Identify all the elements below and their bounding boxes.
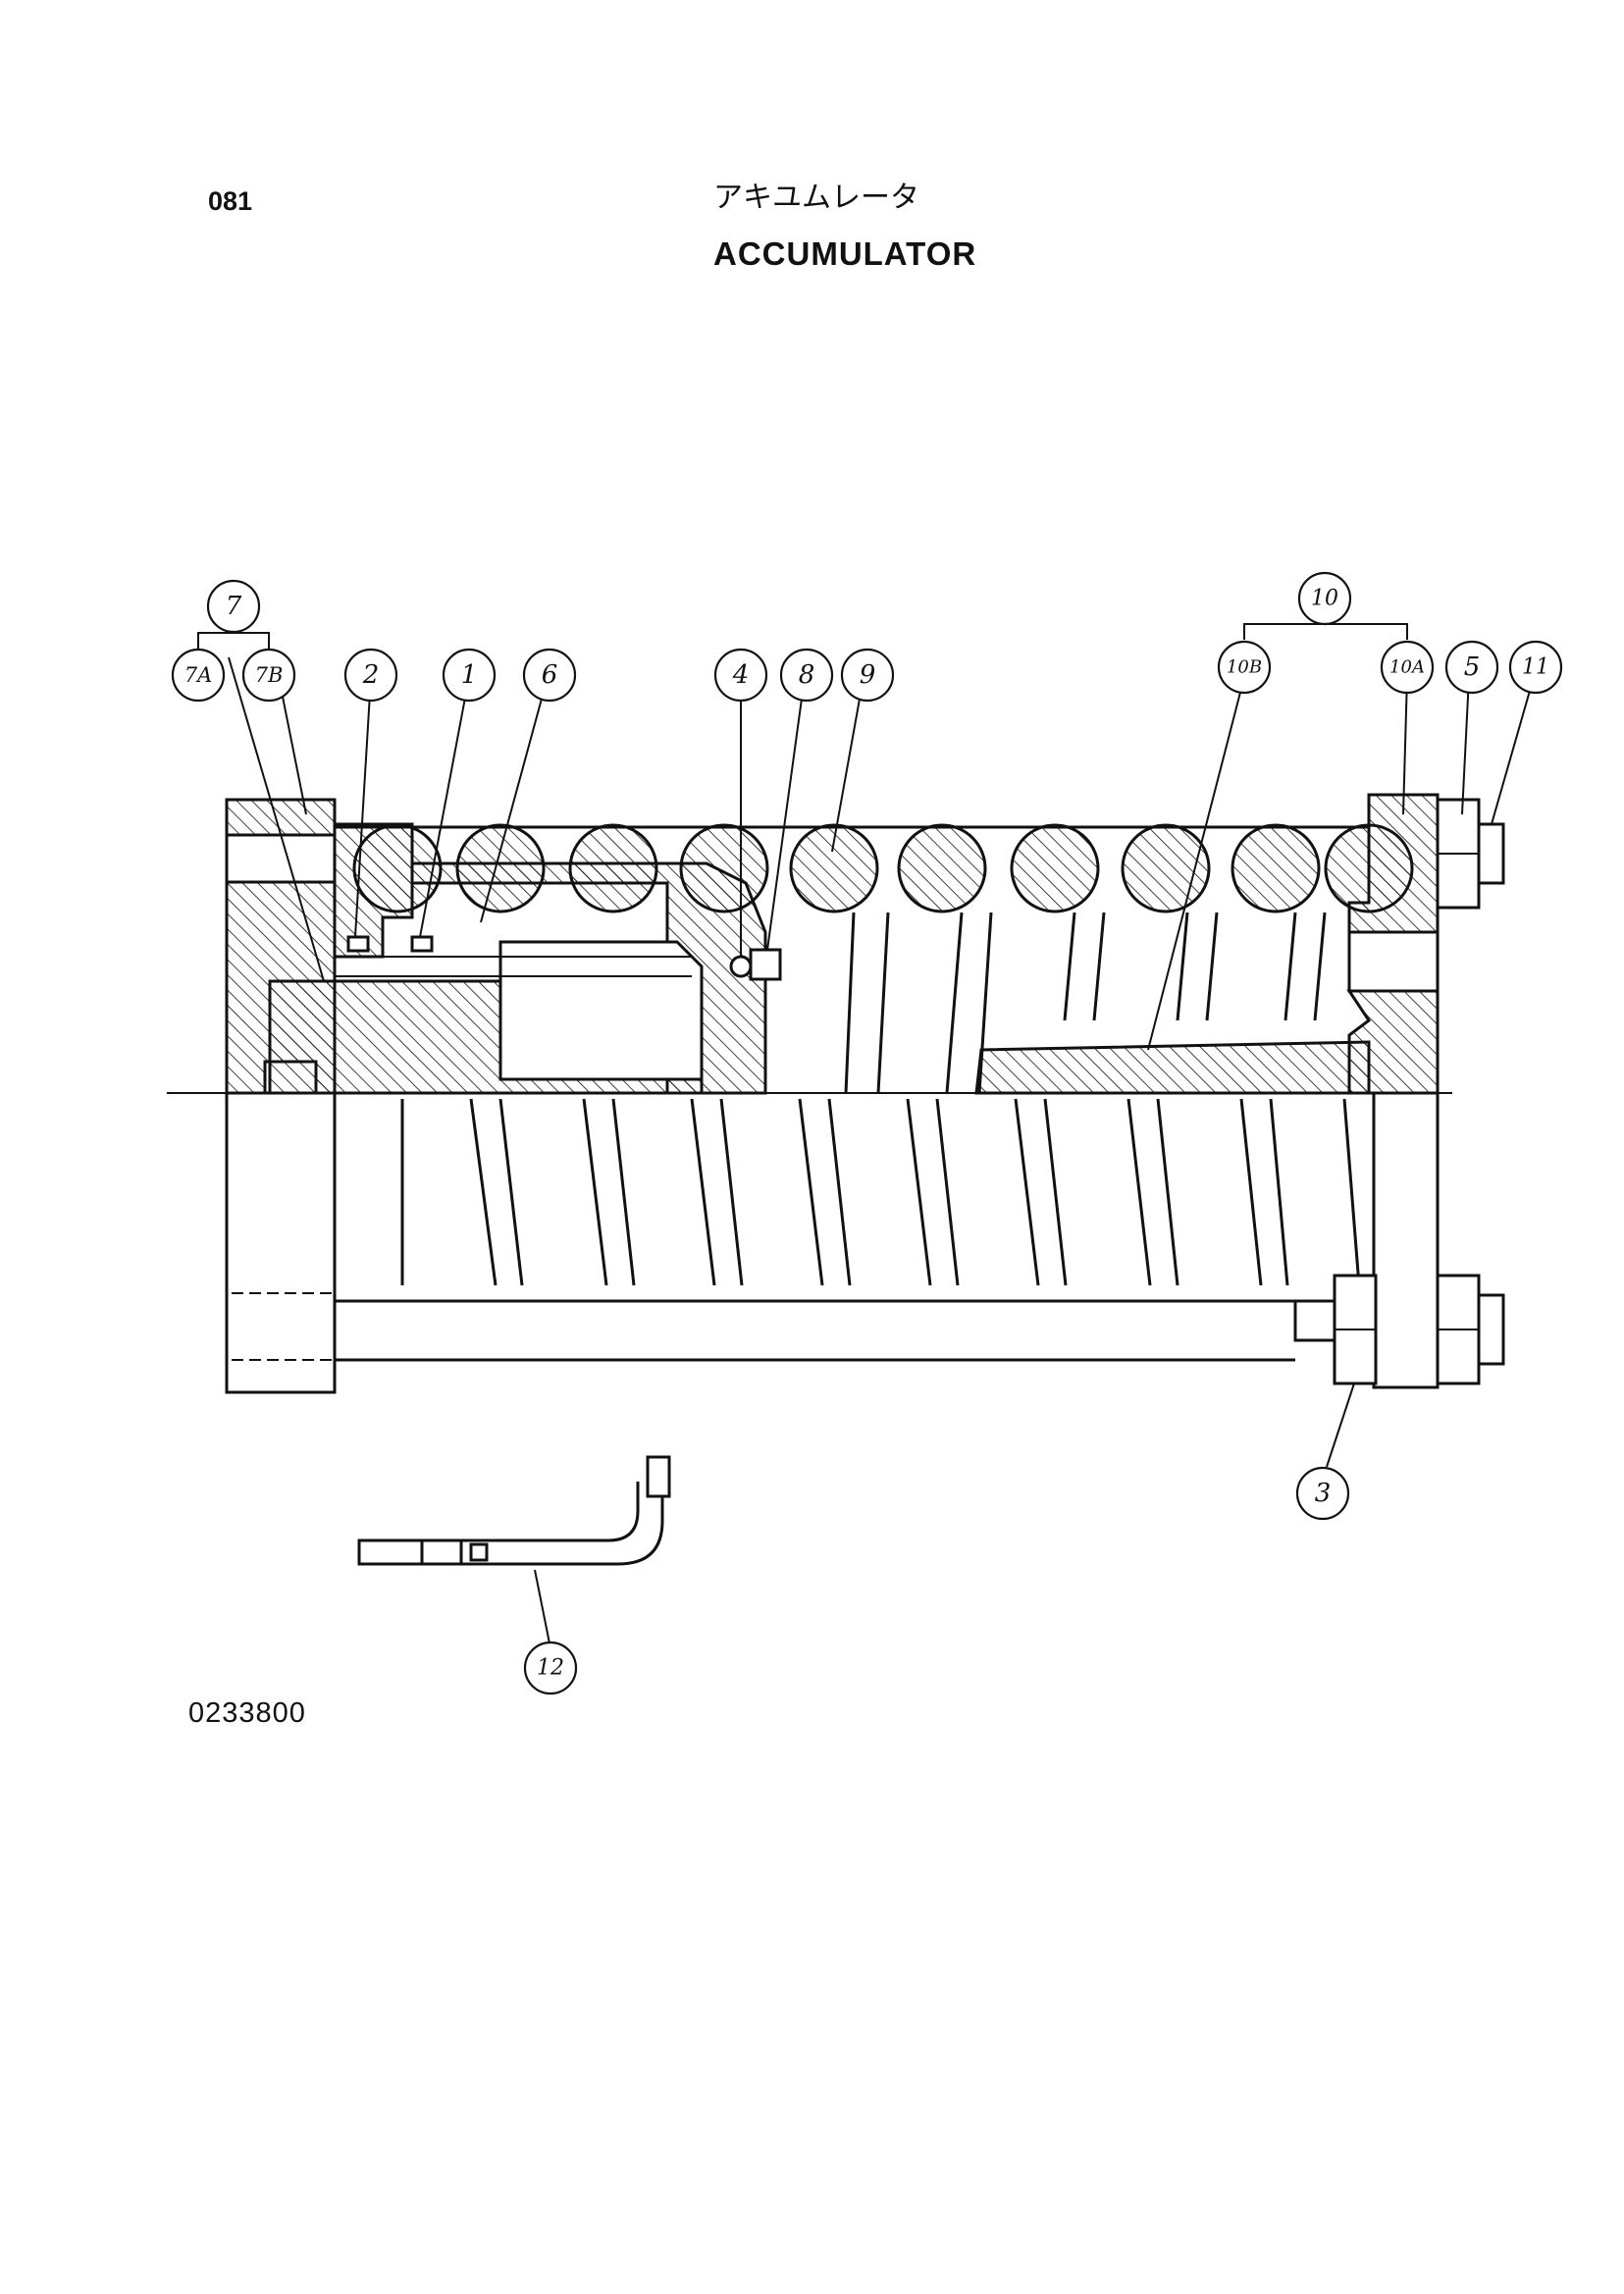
svg-text:7A: 7A (184, 663, 213, 687)
svg-text:4: 4 (732, 660, 750, 690)
callout-8: 8 (779, 648, 834, 703)
callout-2: 2 (343, 648, 398, 703)
svg-text:7: 7 (226, 592, 242, 621)
callout-6: 6 (522, 648, 577, 703)
spring-coils-lower (400, 912, 1361, 1286)
callout-4: 4 (713, 648, 768, 703)
svg-text:10: 10 (1311, 587, 1338, 611)
end-cap-left (225, 798, 337, 1394)
svg-text:6: 6 (542, 660, 558, 690)
svg-text:9: 9 (860, 660, 876, 690)
spring-coil-sections (352, 823, 1414, 913)
callout-12: 12 (523, 1641, 578, 1695)
callout-10B: 10B (1217, 640, 1272, 695)
svg-text:1: 1 (461, 660, 478, 690)
page-number: 081 (208, 186, 253, 216)
callout-11: 11 (1508, 640, 1563, 695)
tie-rod (335, 1274, 1505, 1385)
title-japanese: アキユムレータ (713, 181, 919, 215)
svg-text:5: 5 (1464, 652, 1481, 682)
callout-9: 9 (840, 648, 895, 703)
callout-7B: 7B (241, 648, 296, 703)
svg-text:10A: 10A (1389, 657, 1425, 678)
callout-7A: 7A (171, 648, 226, 703)
piston-housing (268, 822, 767, 1095)
callout-5: 5 (1444, 640, 1499, 695)
svg-text:2: 2 (362, 660, 380, 690)
svg-text:12: 12 (537, 1656, 564, 1681)
drawing-number: 0233800 (188, 1697, 306, 1729)
callout-1: 1 (442, 648, 497, 703)
svg-text:10B: 10B (1227, 657, 1262, 678)
pipe-12 (357, 1455, 671, 1566)
callout-10: 10 (1297, 571, 1352, 626)
callout-7: 7 (206, 579, 261, 634)
svg-text:8: 8 (799, 660, 815, 690)
svg-text:11: 11 (1522, 655, 1549, 680)
top-nut (1436, 798, 1505, 910)
svg-text:7B: 7B (255, 663, 284, 687)
svg-text:3: 3 (1315, 1479, 1332, 1508)
callout-3: 3 (1295, 1466, 1350, 1521)
end-cap-right (974, 793, 1440, 1389)
seals (346, 935, 782, 981)
title-english: ACCUMULATOR (713, 235, 977, 272)
callout-10A: 10A (1380, 640, 1435, 695)
